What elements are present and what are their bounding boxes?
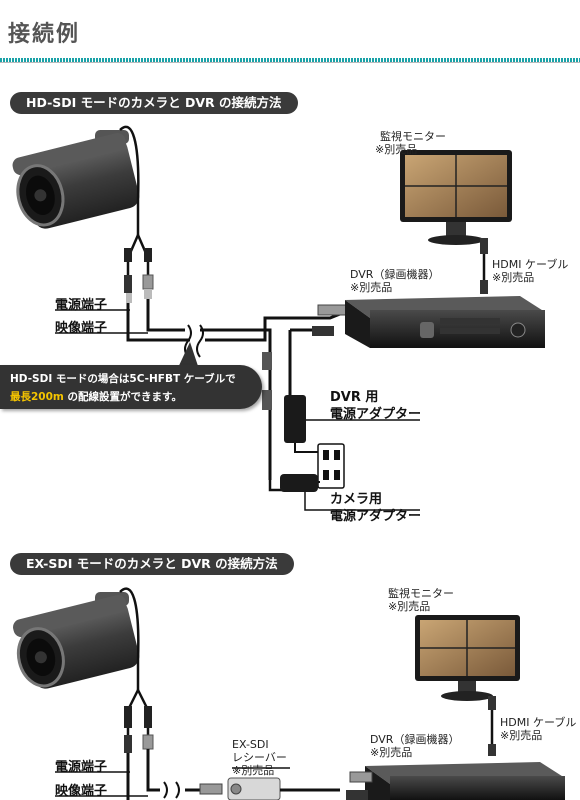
callout-rest: の配線設置ができます。 xyxy=(63,391,182,403)
callout-highlight: 最長200m xyxy=(10,391,64,403)
monitor-2-illustration xyxy=(415,615,520,701)
dvr-2-label: DVR（録画機器） xyxy=(370,733,460,746)
dvr-2-illustration xyxy=(346,762,565,800)
dvr-adapter-label-2: 電源アダプター xyxy=(330,407,422,422)
monitor-1-note: ※別売品 xyxy=(375,143,418,156)
receiver-label-1: EX-SDI xyxy=(232,738,269,751)
monitor-2-label: 監視モニター xyxy=(388,587,454,600)
page-title: 接続例 xyxy=(8,22,81,47)
hdmi-2-label: HDMI ケーブル xyxy=(500,716,577,729)
camera-1-illustration xyxy=(12,130,140,229)
video-terminal-2-label: 映像端子 xyxy=(55,784,108,799)
dvr-1-illustration xyxy=(345,296,545,348)
title-divider-base xyxy=(0,62,580,63)
monitor-1-illustration xyxy=(400,150,512,245)
callout-line-1: HD-SDI モードの場合は5C-HFBT ケーブルで xyxy=(10,373,236,385)
monitor-1-label: 監視モニター xyxy=(380,130,446,143)
dvr-2-note: ※別売品 xyxy=(370,746,413,759)
hdmi-1-label: HDMI ケーブル xyxy=(492,258,569,271)
section-1-heading: HD-SDI モードのカメラと DVR の接続方法 xyxy=(10,92,298,114)
receiver-note: ※別売品 xyxy=(232,764,275,777)
receiver-label-2: レシーバー xyxy=(232,751,287,764)
cable-length-callout: HD-SDI モードの場合は5C-HFBT ケーブルで 最長200m の配線設置… xyxy=(0,365,262,409)
hdmi-1-note: ※別売品 xyxy=(492,271,535,284)
callout-line-2: 最長200m の配線設置ができます。 xyxy=(10,389,182,404)
dvr-adapter-label-1: DVR 用 xyxy=(330,390,379,405)
camera-2-illustration xyxy=(13,592,140,689)
camera-adapter-label-1: カメラ用 xyxy=(330,492,383,507)
dvr-1-label: DVR（録画機器） xyxy=(350,268,440,281)
title-divider xyxy=(0,58,580,62)
hdmi-2-note: ※別売品 xyxy=(500,729,543,742)
section-2-heading: EX-SDI モードのカメラと DVR の接続方法 xyxy=(10,553,294,575)
camera-adapter-label-2: 電源アダプター xyxy=(330,509,422,524)
dvr-1-note: ※別売品 xyxy=(350,281,393,294)
video-terminal-1-label: 映像端子 xyxy=(55,321,108,336)
monitor-2-note: ※別売品 xyxy=(388,600,431,613)
power-terminal-2-label: 電源端子 xyxy=(55,760,108,775)
power-terminal-1-label: 電源端子 xyxy=(55,298,108,313)
